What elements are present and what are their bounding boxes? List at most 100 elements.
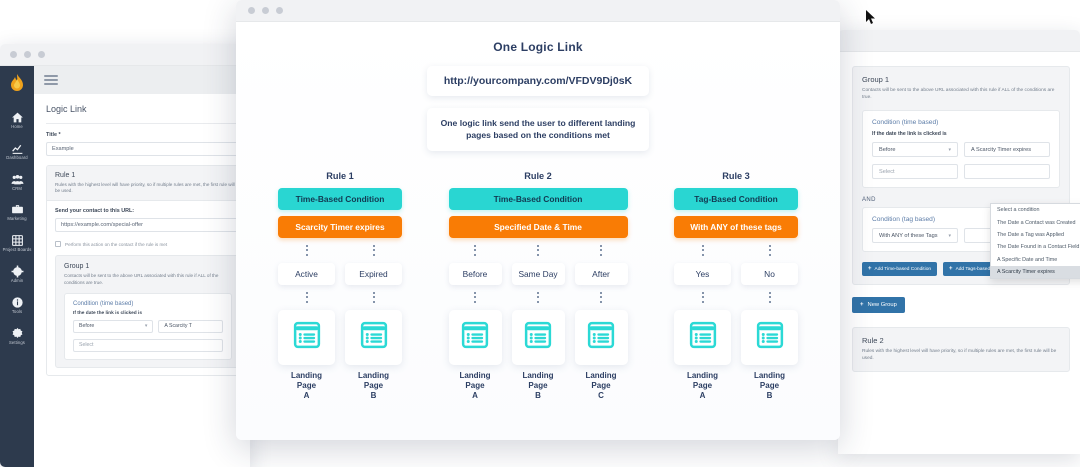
title-field-label: Title *	[46, 132, 61, 138]
dropdown-option[interactable]: The Date Found in a Contact Field	[997, 244, 1080, 251]
tag-operator-value: With ANY of these Tags	[879, 232, 938, 239]
branches: Yes	[674, 238, 798, 401]
connector-dots	[768, 285, 771, 310]
right-window-titlebar	[838, 30, 1080, 52]
sidebar-item-project-boards[interactable]: Project Boards	[0, 227, 34, 258]
branch: Before	[448, 238, 502, 401]
landing-page-icon	[523, 320, 553, 355]
condition-title: Condition (time based)	[73, 300, 134, 307]
time-value-select[interactable]: Select	[872, 164, 958, 180]
window-dot-maximize[interactable]	[276, 7, 283, 14]
time-extra-select[interactable]	[964, 164, 1050, 180]
sidebar-item-dashboard[interactable]: Dashboard	[0, 135, 34, 166]
window-dot-minimize[interactable]	[262, 7, 269, 14]
sidebar-item-marketing[interactable]: Marketing	[0, 196, 34, 227]
landing-page-card[interactable]	[741, 309, 798, 365]
rules-container: Rule 1 Time-Based Condition Scarcity Tim…	[252, 171, 824, 401]
time-condition-select[interactable]: A Scarcity Timer expires	[964, 142, 1050, 158]
tag-select-placeholder: Select	[79, 342, 94, 349]
window-dot-maximize[interactable]	[38, 51, 45, 58]
landing-page-card[interactable]	[674, 309, 731, 365]
rule-title: Rule 1	[326, 170, 354, 181]
branch: Expired	[345, 238, 402, 401]
landing-page-card[interactable]	[345, 309, 402, 365]
landing-page-card[interactable]	[448, 309, 502, 365]
connector-dots	[701, 285, 704, 310]
url-label: Send your contact to this URL:	[55, 208, 135, 215]
perform-action-checkbox-row[interactable]: Perform this action on the contact if th…	[55, 241, 241, 248]
condition-dropdown-menu[interactable]: Select a condition The Date a Contact wa…	[990, 203, 1080, 280]
briefcase-icon	[11, 203, 24, 216]
add-time-based-condition-button[interactable]: + Add Time-based Condition	[862, 262, 938, 277]
left-window-titlebar	[0, 44, 250, 66]
tag-operator-select[interactable]: With ANY of these Tags ▾	[872, 228, 958, 244]
branch-option: Before	[448, 262, 502, 285]
landing-page-card[interactable]	[511, 309, 565, 365]
page-title: Logic Link	[46, 104, 87, 114]
condition-card: Condition (time based) If the date the l…	[64, 292, 232, 360]
url-input[interactable]: https://example.com/special-offer	[55, 218, 241, 233]
branch-option: Yes	[674, 262, 731, 285]
window-dot-close[interactable]	[248, 7, 255, 14]
dropdown-option[interactable]: A Specific Date and Time	[997, 256, 1058, 263]
operator-select-value: Before	[79, 323, 95, 330]
sidebar-item-settings[interactable]: Settings	[0, 320, 34, 351]
group-heading: Group 1	[862, 75, 890, 84]
landing-page-icon	[359, 320, 389, 355]
branch: Same Day	[511, 238, 565, 401]
hamburger-menu-icon[interactable]	[44, 72, 58, 88]
dropdown-option[interactable]: The Date a Tag was Applied	[997, 231, 1065, 238]
title-input[interactable]: Example	[46, 142, 250, 156]
group-card: Group 1 Contacts will be sent to the abo…	[55, 255, 241, 368]
logic-link-url[interactable]: http://yourcompany.com/VFDV9Dj0sK	[427, 66, 649, 96]
sidebar-item-label: Settings	[9, 339, 25, 345]
condition-selects-row: Before ▾ A Scarcity T	[73, 319, 223, 333]
landing-page-card[interactable]	[278, 309, 335, 365]
condition-value-badge: Specified Date & Time	[448, 215, 628, 238]
left-browser-window: Home Dashboard CRM	[0, 44, 250, 467]
window-dot-minimize[interactable]	[24, 51, 31, 58]
condition-select-value: A Scarcity T	[164, 323, 192, 330]
condition-type-badge: Tag-Based Condition	[674, 187, 798, 210]
cog-icon	[11, 327, 24, 340]
sidebar-item-home[interactable]: Home	[0, 104, 34, 135]
left-window-body: Home Dashboard CRM	[0, 66, 250, 467]
window-dot-close[interactable]	[10, 51, 17, 58]
new-group-button[interactable]: + New Group	[852, 297, 905, 314]
sidebar-item-crm[interactable]: CRM	[0, 166, 34, 197]
chart-icon	[11, 142, 24, 155]
operator-select[interactable]: Before ▾	[73, 319, 154, 333]
time-operator-select[interactable]: Before ▾	[872, 142, 958, 158]
rule-card-header: Rule 1 Rules with the highest level will…	[47, 166, 249, 202]
dropdown-option[interactable]: Select a condition	[997, 207, 1040, 214]
center-window-titlebar	[236, 0, 840, 22]
dropdown-option-selected[interactable]: A Scarcity Timer expires	[991, 265, 1080, 279]
branch: Yes	[674, 238, 731, 401]
checkbox[interactable]	[55, 241, 61, 248]
connector-dots	[372, 238, 375, 263]
time-condition-second-row: Select	[872, 164, 1050, 180]
tag-select[interactable]: Select	[73, 338, 223, 352]
condition-type-badge: Time-Based Condition	[448, 187, 628, 210]
landing-page-card[interactable]	[574, 309, 628, 365]
connector-dots	[372, 285, 375, 310]
branch-option: Same Day	[511, 262, 565, 285]
sidebar-item-tools[interactable]: Tools	[0, 289, 34, 320]
dropdown-option[interactable]: The Date a Contact was Created	[997, 219, 1076, 226]
rule2-panel: Rule 2 Rules with the highest level will…	[852, 327, 1070, 372]
condition-select[interactable]: A Scarcity T	[158, 319, 223, 333]
plus-icon: +	[860, 302, 864, 309]
connector-dots	[305, 238, 308, 263]
time-condition-card: Condition (time based) If the date the l…	[862, 110, 1060, 189]
sidebar-item-admin[interactable]: Admin	[0, 258, 34, 289]
time-condition-fields: Before ▾ A Scarcity Timer expires	[872, 142, 1050, 158]
branches: Active	[278, 238, 402, 401]
landing-page-icon	[755, 320, 785, 355]
condition-value-badge: With ANY of these tags	[674, 215, 798, 238]
divider	[46, 123, 250, 124]
logic-link-description: One logic link send the user to differen…	[427, 108, 649, 151]
